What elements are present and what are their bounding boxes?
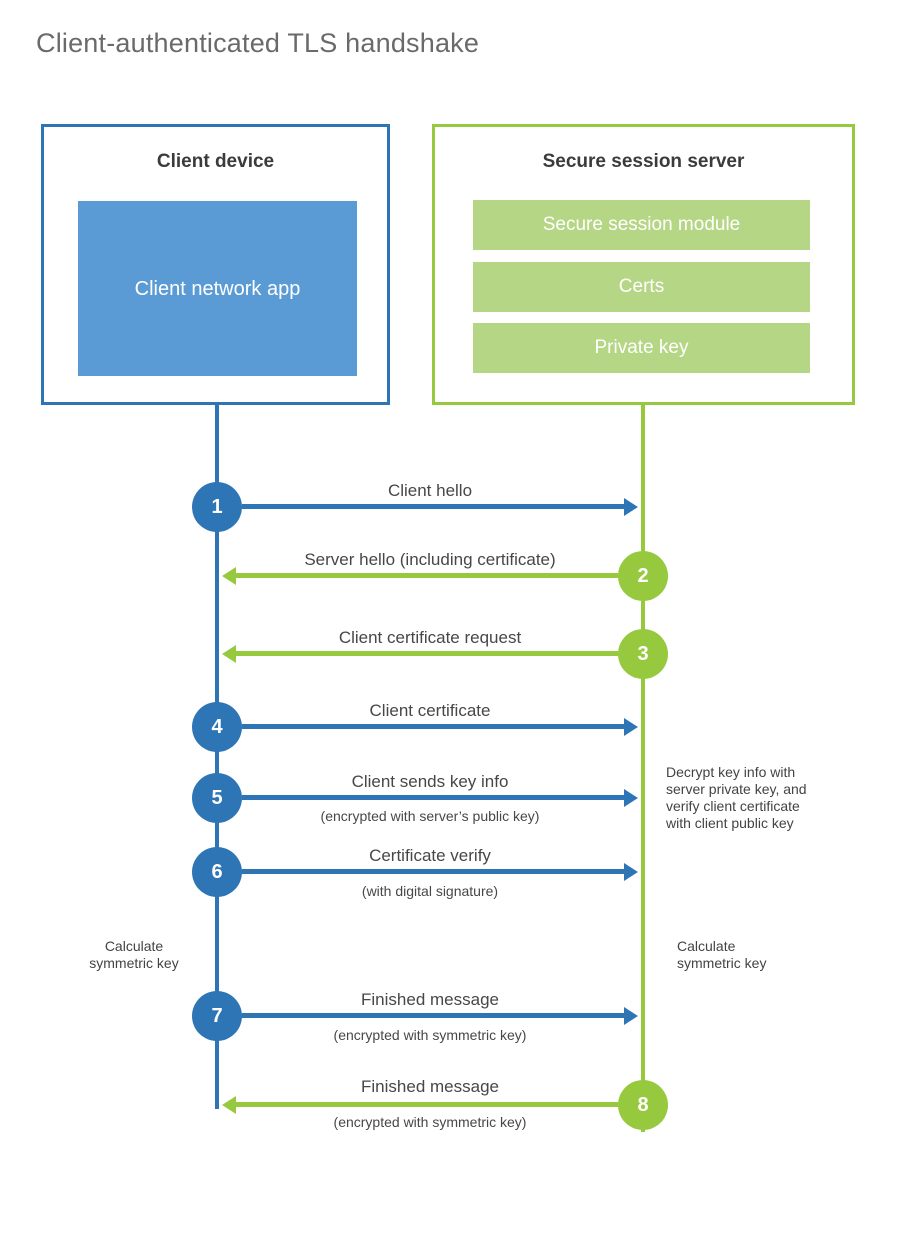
server-box: Secure session server Secure session mod… [432,124,855,405]
step-4-arrowhead-icon [624,718,638,736]
client-device-box: Client device Client network app [41,124,390,405]
server-title: Secure session server [542,151,745,172]
step-7-label: Finished message [361,990,499,1009]
step-4-number-badge: 4 [192,702,242,752]
client-network-app-box: Client network app [78,201,357,376]
decrypt-note-line: verify client certificate [666,798,800,814]
decrypt-note-line: Decrypt key info with [666,764,796,780]
step-6-label: Certificate verify [369,846,491,865]
step-3-arrowhead-icon [222,645,236,663]
step-5-label: Client sends key info [351,772,509,791]
step-8-number-badge: 8 [618,1080,668,1130]
client-network-app-label: Client network app [134,277,301,300]
step-1-arrowhead-icon [624,498,638,516]
step-5-number-badge: 5 [192,773,242,823]
step-8-label: Finished message [361,1077,499,1096]
step-7-sublabel: (encrypted with symmetric key) [333,1027,527,1043]
calc-note-right: Calculate symmetric key [677,938,797,972]
server-module-private-key: Private key [473,323,810,373]
client-device-title: Client device [156,151,275,172]
step-3-arrow [236,651,618,656]
step-7-arrow [242,1013,624,1018]
page-title: Client-authenticated TLS handshake [36,28,480,58]
step-2-arrowhead-icon [222,567,236,585]
server-lifeline [641,404,645,1132]
step-6-arrowhead-icon [624,863,638,881]
calc-note-right-line: Calculate [677,938,736,954]
decrypt-note-line: server private key, and [666,781,807,797]
step-3-label: Client certificate request [338,628,522,647]
step-2-label: Server hello (including certificate) [304,550,556,569]
step-1-label: Client hello [387,481,473,500]
step-7-number-badge: 7 [192,991,242,1041]
step-6-number-badge: 6 [192,847,242,897]
step-8-arrow [236,1102,618,1107]
step-7-arrowhead-icon [624,1007,638,1025]
step-1-number-badge: 1 [192,482,242,532]
calc-note-left-line: Calculate [104,938,164,954]
step-4-label: Client certificate [369,701,491,720]
step-5-arrowhead-icon [624,789,638,807]
server-module-secure-session: Secure session module [473,200,810,250]
step-6-arrow [242,869,624,874]
step-8-arrowhead-icon [222,1096,236,1114]
server-module-certs: Certs [473,262,810,312]
calc-note-right-line: symmetric key [677,955,767,971]
step-4-arrow [242,724,624,729]
decrypt-note-line: with client public key [666,815,794,831]
calc-note-left-line: symmetric key [89,955,179,971]
decrypt-note: Decrypt key info with server private key… [666,764,846,832]
step-5-sublabel: (encrypted with server’s public key) [320,808,540,824]
step-2-number-badge: 2 [618,551,668,601]
step-1-arrow [242,504,624,509]
step-8-sublabel: (encrypted with symmetric key) [333,1114,527,1130]
calc-note-left: Calculate symmetric key [78,938,190,972]
step-3-number-badge: 3 [618,629,668,679]
step-2-arrow [236,573,618,578]
step-5-arrow [242,795,624,800]
step-6-sublabel: (with digital signature) [361,883,499,899]
client-lifeline [215,404,219,1109]
